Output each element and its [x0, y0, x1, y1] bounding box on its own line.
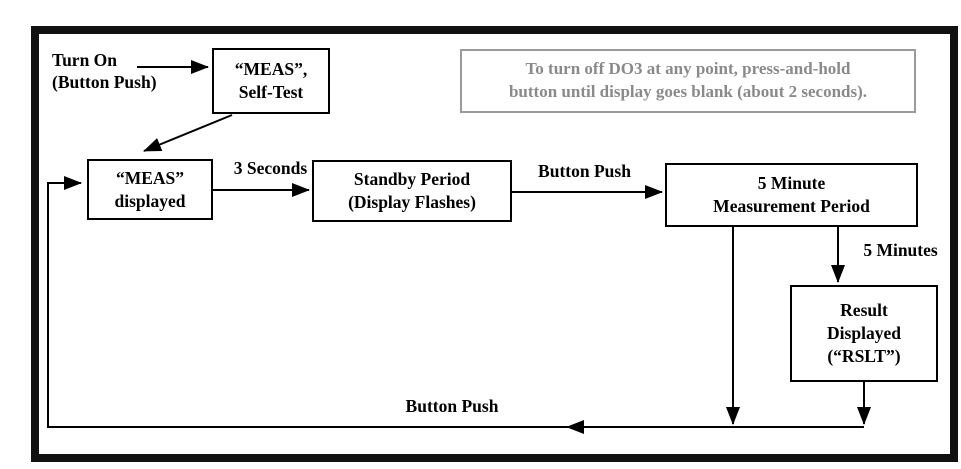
- note-line-2: button until display goes blank (about 2…: [508, 82, 868, 101]
- turn-off-note: To turn off DO3 at any point, press-and-…: [460, 49, 916, 113]
- label-turn-on-line1: Turn On: [52, 50, 118, 70]
- box-standby-period-line1: Standby Period: [353, 169, 471, 190]
- note-line-1: To turn off DO3 at any point, press-and-…: [525, 59, 851, 79]
- box-result-displayed-line3: (“RSLT”): [827, 345, 901, 366]
- loop-return-line: [47, 176, 864, 428]
- box-standby-period: Standby Period (Display Flashes): [312, 160, 512, 222]
- label-button-push-bottom: Button Push: [405, 396, 499, 416]
- box-measurement-period-line2: Measurement Period: [713, 196, 870, 216]
- box-result-displayed-line2: Displayed: [827, 323, 901, 344]
- box-measurement-period: 5 Minute Measurement Period: [665, 163, 918, 227]
- arrow-selftest-to-meas-displayed: [143, 114, 233, 152]
- label-3-seconds: 3 Seconds: [233, 158, 308, 178]
- box-meas-displayed: “MEAS” displayed: [87, 159, 213, 220]
- box-meas-self-test-line1: “MEAS”,: [234, 59, 308, 80]
- box-result-displayed-line1: Result: [840, 300, 888, 321]
- box-result-displayed: Result Displayed (“RSLT”): [790, 285, 938, 382]
- label-button-push-top: Button Push: [538, 161, 631, 181]
- box-standby-period-line2: (Display Flashes): [348, 192, 476, 212]
- box-measurement-period-line1: 5 Minute: [757, 173, 826, 194]
- label-5-minutes: 5 Minutes: [863, 240, 938, 260]
- label-turn-on-line2: (Button Push): [52, 71, 157, 92]
- box-meas-displayed-line2: displayed: [114, 190, 186, 211]
- bottom-line-left-arrowhead: [566, 420, 584, 434]
- box-meas-displayed-line1: “MEAS”: [115, 167, 185, 188]
- label-turn-on: Turn On (Button Push): [52, 50, 157, 94]
- box-meas-self-test-line2: Self-Test: [238, 82, 304, 102]
- box-meas-self-test: “MEAS”, Self-Test: [212, 48, 330, 114]
